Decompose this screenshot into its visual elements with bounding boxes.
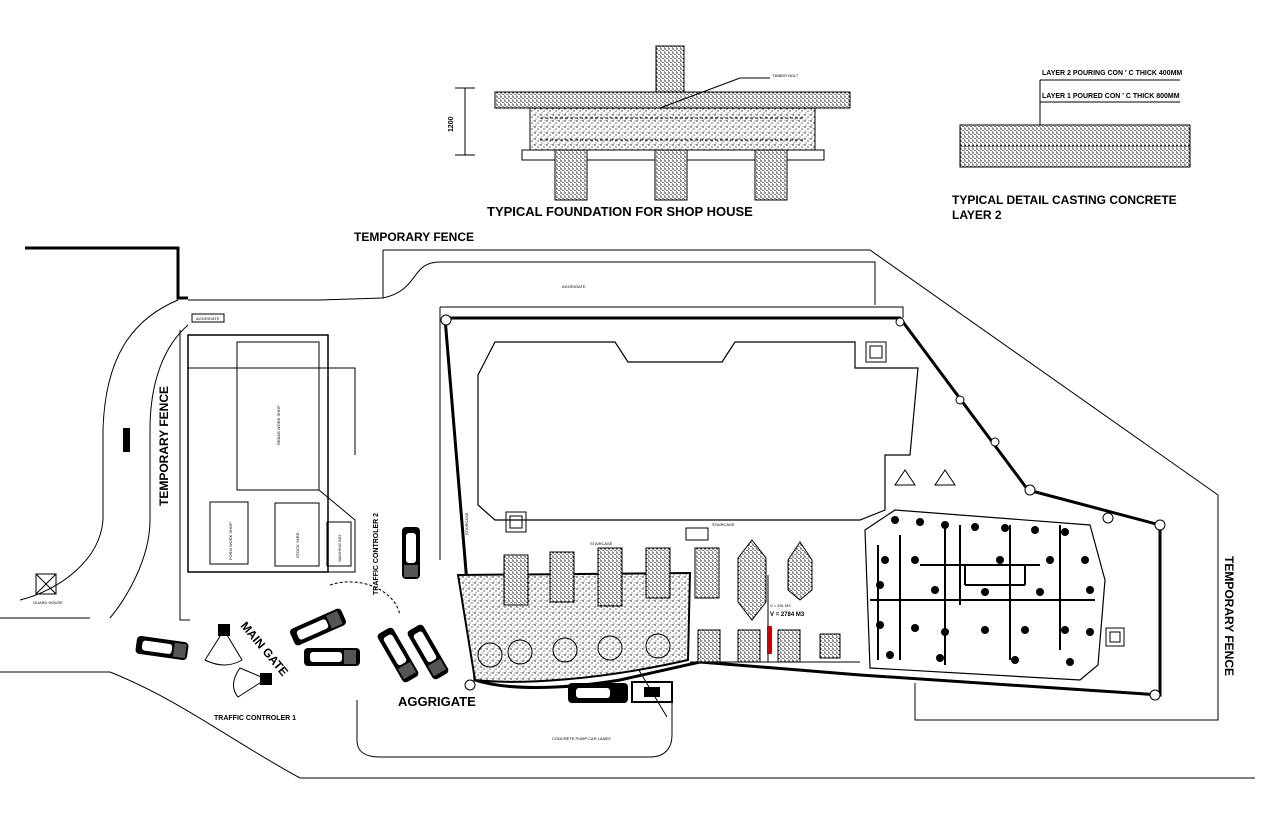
structural-grid-lines [870,525,1095,665]
access-road [19,299,179,601]
pump-road-label: CONCRETE PUMP CAR LANES [552,736,611,741]
form-workshop [209,501,249,565]
foundation-callout: TIMBER BOLT [772,73,799,78]
building-footprint [477,341,919,521]
traffic-controller-1: TRAFFIC CONTROLER 1 [214,715,296,722]
aggregate-tag-small: AGGRIGATE [196,316,220,321]
rebar-workshop [236,341,320,491]
volume-label-1: V = 251 M3 [770,603,791,608]
stock-yard-label: STOCK YARD [295,532,300,558]
column-markers [876,516,1094,666]
pile-caps [503,539,841,663]
site-boundary-fence [443,316,1162,697]
washing-bay [326,521,352,567]
concrete-truck [402,527,420,579]
form-workshop-label: FORM WORK SHOP [228,522,233,560]
concrete-truck [290,608,346,646]
casting-title: TYPICAL DETAIL CASTING CONCRETE [952,193,1177,207]
staircase-label-2: STAIRCASE [590,541,613,546]
staircase-label-1: STAIRCASE [712,522,735,527]
layer2-note: LAYER 2 POURING CON ' C THICK 400MM [1042,70,1182,77]
concrete-truck [304,648,360,666]
casting-detail: LAYER 2 POURING CON ' C THICK 400MM LAYE… [952,70,1191,222]
concrete-truck [377,627,419,683]
foundation-detail: 1200 TIMBER BOLT TYPICAL FOUNDATION FOR … [448,45,851,219]
fence-posts [440,314,1166,701]
existing-boundary [25,246,188,300]
main-gate-label: MAIN GATE [238,619,291,679]
aggregate-tag-top: AGGRIGATE [562,284,586,289]
concrete-pump-truck [568,683,628,703]
washing-bay-label: WASHING BAY [337,534,342,562]
fence-label-left: TEMPORARY FENCE [157,386,171,506]
layer1-note: LAYER 1 POURED CON ' C THICK 800MM [1042,93,1180,100]
main-gate [204,624,272,698]
fence-label-right: TEMPORARY FENCE [1222,556,1236,676]
stock-yard [274,502,320,567]
casting-title-line2: LAYER 2 [952,208,1002,222]
guard-house-label: GUARD HOUSE [33,600,63,605]
structural-grid-area [864,509,1106,681]
foundation-title: TYPICAL FOUNDATION FOR SHOP HOUSE [487,204,753,219]
temporary-fence-outline [383,249,1219,721]
foundation-dimension: 1200 [448,116,455,132]
aggregate-label: AGGRIGATE [398,694,476,709]
traffic-controller-2: TRAFFIC CONTROLER 2 [373,513,380,595]
gate-post-marker [123,428,130,452]
rebar-workshop-label: REBAR WORK SHOP [276,405,281,445]
site-plan: REBAR WORK SHOP FORM WORK SHOP STOCK YAR… [0,230,1255,779]
concrete-truck [135,635,189,661]
concrete-truck [407,624,449,680]
pour-marker [767,626,772,654]
volume-label-2: V = 2784 M3 [770,612,805,618]
pile-circles [477,633,671,668]
fence-label-top: TEMPORARY FENCE [354,230,474,244]
staircase-label-3: STAIRCASE [464,512,469,535]
site-yard [187,334,329,573]
guard-house: GUARD HOUSE [33,573,63,605]
